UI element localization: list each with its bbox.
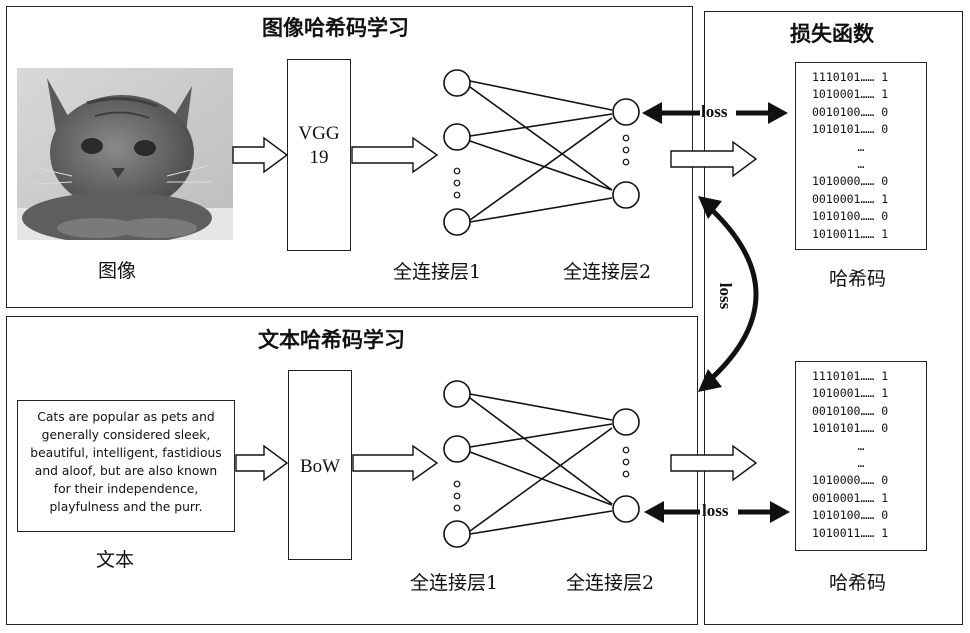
text-fc1-node — [444, 521, 470, 547]
loss-label-image: loss — [701, 102, 727, 122]
ellipsis-dot — [454, 180, 460, 186]
ellipsis-dot — [454, 493, 460, 499]
text-fc2-node — [613, 409, 639, 435]
text-fc2-node — [613, 496, 639, 522]
ellipsis-dot — [623, 159, 629, 165]
hollow-arrow-text-to-bow — [236, 446, 287, 480]
image-fc2-node — [613, 182, 639, 208]
loss-label-text: loss — [702, 501, 728, 521]
image-fc1-node — [444, 124, 470, 150]
ellipsis-dot — [454, 481, 460, 487]
image-fc1-node — [444, 70, 470, 96]
ellipsis-dot — [623, 471, 629, 477]
loss-label-cross: loss — [715, 283, 735, 309]
text-network-edges — [470, 394, 612, 534]
ellipsis-dot — [623, 147, 629, 153]
ellipsis-dot — [623, 459, 629, 465]
image-fc2-node — [613, 99, 639, 125]
text-fc1-node — [444, 381, 470, 407]
ellipsis-dot — [623, 135, 629, 141]
ellipsis-dot — [454, 192, 460, 198]
text-fc1-node — [444, 436, 470, 462]
ellipsis-dot — [623, 447, 629, 453]
ellipsis-dot — [454, 168, 460, 174]
hollow-arrow-vgg-to-fc — [352, 138, 437, 172]
image-network-edges — [470, 81, 612, 222]
hollow-arrow-bow-to-fc — [353, 446, 437, 480]
hollow-arrow-text-to-hash — [671, 446, 756, 480]
hollow-arrow-photo-to-vgg — [233, 138, 287, 172]
hollow-arrow-image-to-hash — [671, 142, 756, 176]
image-fc1-node — [444, 209, 470, 235]
ellipsis-dot — [454, 505, 460, 511]
